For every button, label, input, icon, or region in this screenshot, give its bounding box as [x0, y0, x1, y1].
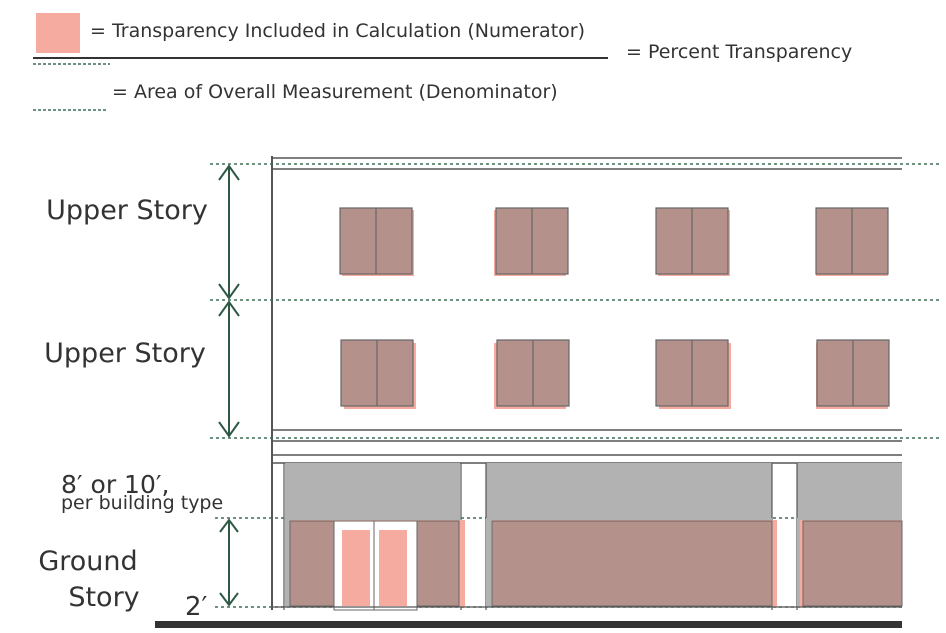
legend-numerator-label: = Transparency Included in Calculation (… — [90, 20, 585, 42]
upper-story-windows — [339, 207, 890, 409]
door-glass — [379, 530, 407, 606]
storefront-window — [802, 520, 903, 607]
window-row-1 — [339, 207, 889, 276]
upper-window — [655, 207, 730, 276]
upper-window — [340, 339, 416, 409]
storefront-window — [416, 520, 460, 607]
storefront-transom-2 — [486, 463, 772, 518]
legend-result-label: = Percent Transparency — [626, 41, 852, 63]
door-glass — [342, 530, 370, 606]
storefront — [272, 463, 903, 611]
storefront-window — [491, 520, 773, 607]
upper-story-label: Upper Story — [46, 195, 208, 226]
labels: Upper Story Upper Story 8′ or 10′, per b… — [38, 195, 223, 622]
upper-window — [339, 207, 414, 276]
window-row-2 — [340, 339, 890, 409]
two-feet-label: 2′ — [185, 592, 208, 622]
ground-story-label: Ground — [38, 546, 137, 577]
upper-window — [494, 207, 569, 276]
upper-window — [655, 339, 731, 409]
double-headed-arrow-icon — [218, 164, 240, 300]
ground-line — [155, 621, 902, 628]
storefront-transom-1 — [285, 463, 460, 518]
upper-window — [816, 339, 890, 409]
double-headed-arrow-icon — [218, 300, 240, 438]
ground-story-label: Story — [68, 582, 139, 613]
height-note-line2: per building type — [61, 492, 223, 514]
storefront-window — [289, 520, 335, 607]
upper-story-label: Upper Story — [44, 338, 206, 369]
legend: = Transparency Included in Calculation (… — [33, 13, 852, 111]
legend-transparency-swatch — [36, 13, 80, 53]
storefront-transom-3 — [797, 463, 902, 518]
legend-denominator-label: = Area of Overall Measurement (Denominat… — [112, 81, 558, 103]
dimension-arrows — [218, 164, 240, 607]
upper-window — [494, 339, 570, 409]
upper-window — [815, 207, 889, 276]
double-headed-arrow-icon — [219, 518, 239, 607]
height-note-line1: 8′ or 10′, — [61, 470, 169, 499]
